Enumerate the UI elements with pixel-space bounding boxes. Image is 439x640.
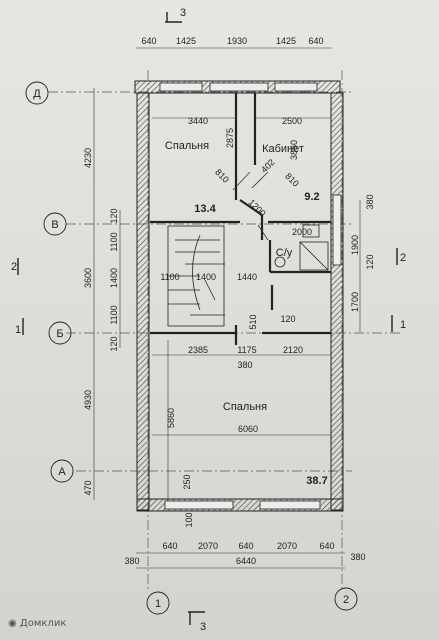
- dim-100: 100: [184, 512, 194, 527]
- dim-bottom-4: 2070: [277, 541, 297, 551]
- watermark-logo-icon: ◉: [8, 618, 17, 629]
- dim-bottom2-3: 380: [350, 552, 365, 562]
- room-label-wc: С/у: [276, 247, 293, 259]
- dim-left-inner-3: 1400: [109, 268, 119, 288]
- dim-3440: 3440: [188, 116, 208, 126]
- dim-2500: 2500: [282, 116, 302, 126]
- room-label-bedroom-top: Спальня: [165, 140, 209, 152]
- section-markers: [17, 12, 398, 625]
- dim-810b: 810: [283, 171, 301, 189]
- section-mark-left-lower: 1: [15, 324, 21, 336]
- axis-label-a: А: [58, 466, 66, 478]
- dim-6060: 6060: [238, 424, 258, 434]
- dimension-lines: [93, 47, 361, 569]
- section-mark-left-upper: 2: [11, 261, 17, 273]
- axis-label-1: 1: [155, 598, 161, 610]
- dim-bottom-2: 2070: [198, 541, 218, 551]
- watermark-text: Домклик: [19, 618, 67, 629]
- dim-top-5: 640: [308, 36, 323, 46]
- dim-2120: 2120: [283, 345, 303, 355]
- dim-left-inner-5: 120: [109, 336, 119, 351]
- dim-380: 380: [237, 360, 252, 370]
- dim-2385: 2385: [188, 345, 208, 355]
- windows: [159, 82, 342, 510]
- watermark: ◉ Домклик: [8, 618, 66, 629]
- dim-bottom2-1: 380: [124, 556, 139, 566]
- dim-1175: 1175: [237, 345, 256, 355]
- dim-left-outer-4: 470: [83, 480, 93, 495]
- dim-250: 250: [182, 474, 192, 489]
- dim-bottom-1: 640: [162, 541, 177, 551]
- room-label-bedroom-bottom: Спальня: [223, 401, 267, 413]
- area-13-4: 13.4: [194, 203, 216, 215]
- dim-402: 402: [259, 157, 277, 175]
- dim-right-3: 120: [365, 254, 375, 269]
- dim-510: 510: [248, 314, 258, 329]
- dim-bottom-5: 640: [319, 541, 334, 551]
- dim-right-1: 380: [365, 194, 375, 209]
- dim-right-4: 1700: [350, 292, 360, 312]
- room-label-cabinet: Кабинет: [262, 143, 304, 155]
- dim-2000: 2000: [292, 227, 312, 237]
- dim-120: 120: [280, 314, 295, 324]
- staircase: [167, 225, 225, 327]
- axis-label-2: 2: [343, 594, 349, 606]
- dim-top-4: 1425: [276, 36, 296, 46]
- dim-left-outer-2: 3600: [83, 268, 93, 288]
- axis-bubbles: [25, 81, 358, 615]
- dim-top-2: 1425: [176, 36, 196, 46]
- section-mark-right-lower: 1: [400, 319, 406, 331]
- area-9-2: 9.2: [304, 191, 319, 203]
- dim-right-2: 1900: [350, 235, 360, 255]
- bathroom-fixtures: [274, 224, 329, 271]
- dim-top-1: 640: [141, 36, 156, 46]
- section-mark-top: 3: [180, 7, 186, 19]
- dim-2875: 2875: [225, 128, 235, 148]
- dim-left-inner-1: 120: [109, 208, 119, 223]
- dim-1100: 1100: [160, 272, 179, 282]
- dim-left-outer-1: 4230: [83, 148, 93, 168]
- dim-left-outer-3: 4930: [83, 390, 93, 410]
- dim-bottom2-2: 6440: [236, 556, 256, 566]
- section-mark-bottom: 3: [200, 621, 206, 633]
- dim-bottom-3: 640: [238, 541, 253, 551]
- dim-810a: 810: [213, 167, 231, 185]
- axis-label-d: Д: [33, 88, 41, 100]
- area-38-7: 38.7: [306, 475, 327, 487]
- section-mark-right-upper: 2: [400, 252, 406, 264]
- door-swings: [232, 171, 269, 241]
- interior-walls: [150, 93, 331, 345]
- dim-1440: 1440: [237, 272, 257, 282]
- dim-top-3: 1930: [227, 36, 247, 46]
- axis-label-v: В: [51, 219, 58, 231]
- dim-3850: 3850: [289, 140, 299, 160]
- axis-label-b: Б: [56, 328, 63, 340]
- dim-left-inner-2: 1100: [109, 232, 119, 251]
- dim-left-inner-4: 1100: [109, 305, 119, 324]
- dim-5860: 5860: [166, 408, 176, 428]
- axis-grid: [48, 70, 400, 590]
- dim-1400: 1400: [196, 272, 216, 282]
